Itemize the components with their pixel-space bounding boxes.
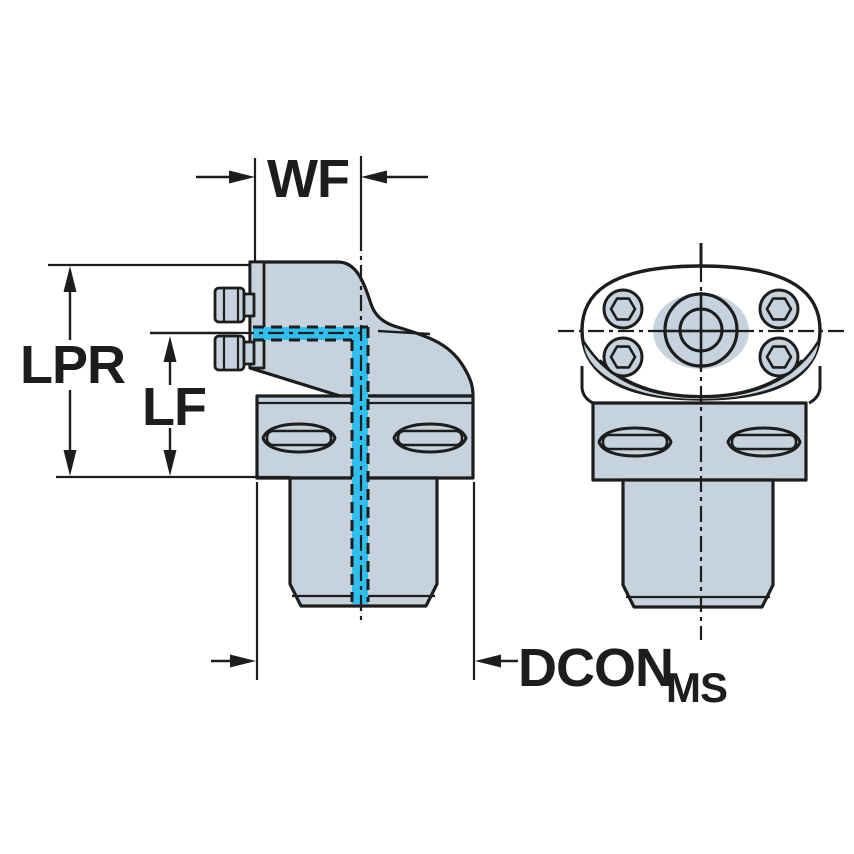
neck-step-left (580, 366, 594, 405)
shank-front (621, 478, 775, 609)
hex-socket (765, 345, 793, 369)
oval-slot-front-left (597, 426, 673, 458)
dimensions: WF LPR LF DCON MS (20, 149, 728, 711)
front-view (558, 243, 846, 640)
lf-arrow-down-icon (163, 450, 177, 476)
hex-screw-top-right (758, 288, 800, 330)
dcon-subscript-label: MS (666, 664, 727, 711)
slot-window (601, 433, 669, 451)
wf-arrow-left-icon (361, 170, 387, 184)
screw-head-facets (222, 336, 240, 370)
lf-label: LF (142, 377, 206, 437)
screw-circle (758, 336, 800, 378)
screw-head (213, 286, 246, 324)
slot-outline (726, 426, 802, 458)
hex-socket (609, 345, 637, 369)
slot-outline (392, 422, 468, 454)
lpr-arrow-down-icon (63, 450, 77, 476)
dimension-wf: WF (196, 149, 428, 262)
screw-head-facets (222, 288, 240, 322)
side-view (213, 156, 475, 624)
dcon-arrow-left-icon (475, 654, 501, 668)
oval-slot-front-right (726, 426, 802, 458)
lpr-arrow-up-icon (63, 266, 77, 292)
wf-label: WF (267, 149, 349, 209)
wf-arrow-right-icon (229, 170, 255, 184)
screw-washer (242, 292, 256, 318)
neck-step-right (808, 366, 822, 405)
screw-circle (602, 336, 644, 378)
slot-outline (597, 426, 673, 458)
screw-circle (602, 288, 644, 330)
lpr-label: LPR (20, 335, 125, 395)
screw-washer (242, 340, 256, 366)
clamp-screw-lower (213, 334, 256, 372)
slot-window (396, 429, 464, 447)
slot-window (730, 433, 798, 451)
screw-head (213, 334, 246, 372)
hex-socket (609, 297, 637, 321)
body-ledge-line (377, 329, 431, 336)
hex-socket (765, 297, 793, 321)
dcon-label: DCON (518, 638, 673, 698)
oval-slot-left (261, 422, 337, 454)
screw-circle (758, 288, 800, 330)
hex-screw-bottom-left (602, 336, 644, 378)
slot-window (265, 429, 333, 447)
oval-slot-right (392, 422, 468, 454)
lf-arrow-up-icon (163, 336, 177, 362)
coolant-vertical-duct (352, 327, 368, 604)
dcon-arrow-right-icon (230, 654, 256, 668)
middle-block-front (591, 401, 808, 482)
dimension-dcon: DCON MS (211, 482, 728, 711)
dimension-lpr: LPR (20, 263, 290, 479)
coolant-hidden-lines (253, 325, 370, 602)
slot-outline (261, 422, 337, 454)
clamp-screw-upper (213, 286, 256, 324)
hex-screw-bottom-right (758, 336, 800, 378)
hex-screw-top-left (602, 288, 644, 330)
dimension-lf: LF (142, 331, 238, 476)
